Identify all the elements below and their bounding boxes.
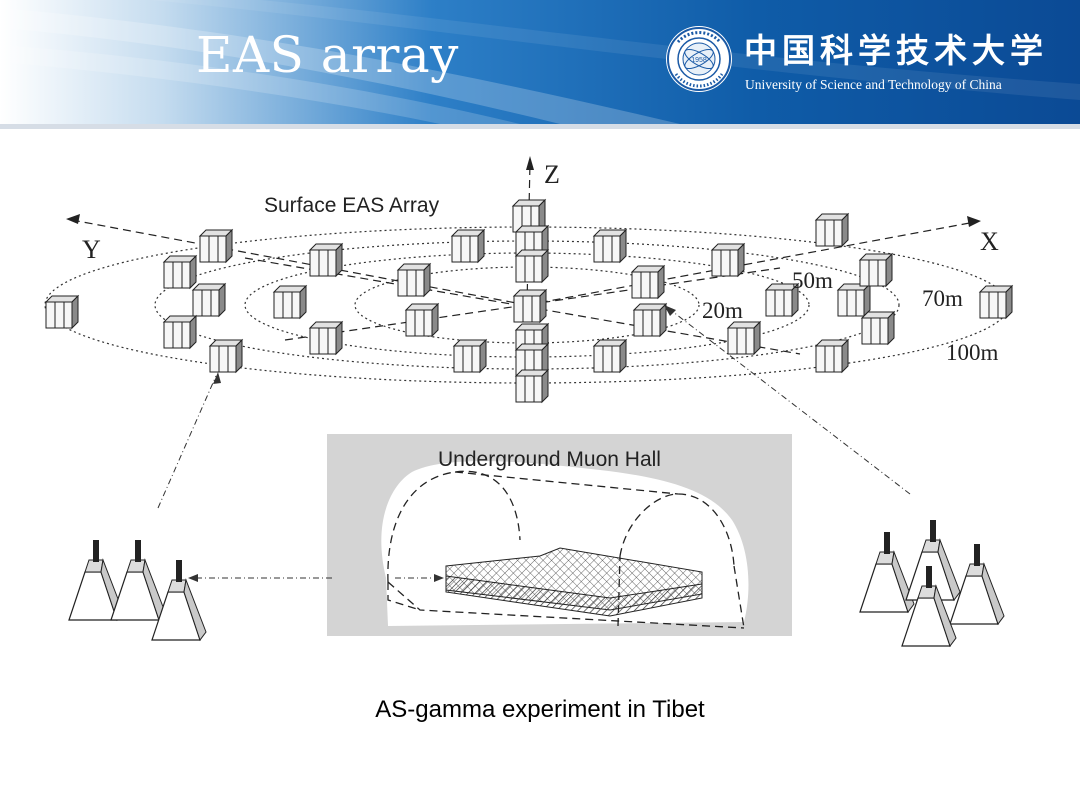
scintillation-detector-icon (397, 263, 431, 297)
scintillation-detector-icon (405, 303, 439, 337)
university-seal-icon: 1958 (666, 26, 732, 92)
scintillation-detector-icon (199, 229, 233, 263)
connector-arrowhead (188, 574, 198, 582)
scintillation-detector-icon (309, 321, 343, 355)
scintillation-detector-icon (979, 285, 1013, 319)
scintillation-detector-icon (837, 283, 871, 317)
scintillation-detector-icon (453, 339, 487, 373)
muon-detector-group-left (68, 539, 207, 641)
scintillation-detector-icon (633, 303, 667, 337)
scintillation-detector-icon (515, 249, 549, 283)
scintillation-detector-icon (513, 289, 547, 323)
slide-title: EAS array (196, 26, 459, 84)
z-axis-label: Z (544, 160, 560, 189)
scintillation-detector-icon (593, 229, 627, 263)
scintillation-detector-icon (273, 285, 307, 319)
connector-arrowhead (664, 305, 676, 316)
scintillation-detector-icon (45, 295, 79, 329)
scintillation-detector-icon (593, 339, 627, 373)
svg-text:1958: 1958 (691, 57, 707, 64)
muon-hall-panel: Underground Muon Hall (327, 434, 792, 636)
muon-detector-icon (110, 539, 166, 621)
scintillation-detector-icon (727, 321, 761, 355)
scintillation-detector-icon (515, 369, 549, 403)
connector-lines (157, 307, 911, 579)
scintillation-detector-icon (815, 213, 849, 247)
radius-label-20m: 20m (702, 298, 743, 323)
x-axis-arrowhead (967, 216, 981, 227)
muon-hall-label: Underground Muon Hall (438, 448, 661, 471)
scintillation-detector-icon (711, 243, 745, 277)
scintillation-detector-icon (163, 255, 197, 289)
radius-label-100m: 100m (946, 340, 999, 365)
radius-label-50m: 50m (792, 268, 833, 293)
surface-detector-boxes (45, 199, 1013, 403)
radius-label-70m: 70m (922, 286, 963, 311)
muon-detector-icon (949, 543, 1005, 625)
header-divider (0, 124, 1080, 129)
header-background (0, 0, 1080, 124)
connector-arrowhead (434, 574, 444, 582)
muon-detector-group-right (859, 519, 1005, 647)
connector-arrowhead (213, 372, 221, 384)
scintillation-detector-icon (859, 253, 893, 287)
z-axis-arrowhead (526, 156, 534, 170)
x-axis-label: X (980, 227, 999, 256)
university-name-chinese: 中国科学技术大学 (744, 31, 1048, 70)
figure-caption: AS-gamma experiment in Tibet (375, 696, 705, 723)
y-axis-label: Y (82, 235, 101, 264)
scintillation-detector-icon (451, 229, 485, 263)
scintillation-detector-icon (163, 315, 197, 349)
scintillation-detector-icon (815, 339, 849, 373)
surface-array-label: Surface EAS Array (264, 194, 440, 217)
scintillation-detector-icon (861, 311, 895, 345)
university-name-english: University of Science and Technology of … (745, 77, 1002, 92)
y-axis-arrowhead (66, 214, 80, 224)
slide-header: EAS array 1958 中国科学技术大学 University of Sc… (0, 0, 1080, 124)
scintillation-detector-icon (309, 243, 343, 277)
scintillation-detector-icon (631, 265, 665, 299)
scintillation-detector-icon (192, 283, 226, 317)
scintillation-detector-icon (209, 339, 243, 373)
